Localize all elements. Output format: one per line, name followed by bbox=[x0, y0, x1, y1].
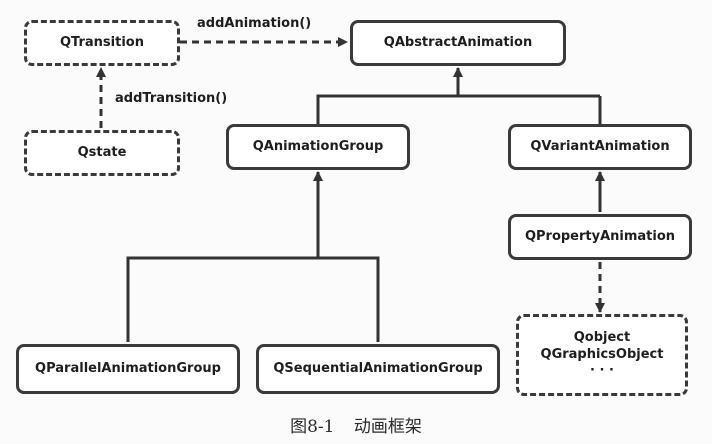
node-qstate-label: Qstate bbox=[77, 144, 127, 160]
node-qobject-group-lines: Qobject QGraphicsObject · · · bbox=[541, 330, 664, 381]
node-qpropertyanimation: QPropertyAnimation bbox=[508, 214, 692, 260]
node-qtransition: QTransition bbox=[24, 20, 180, 66]
figure-caption: 图8-1 动画框架 bbox=[290, 417, 422, 437]
node-qsequentialanimationgroup: QSequentialAnimationGroup bbox=[256, 344, 500, 394]
node-qanimationgroup-label: QAnimationGroup bbox=[252, 138, 384, 154]
edge-inherit-parallel bbox=[126, 256, 380, 342]
node-qvariantanimation: QVariantAnimation bbox=[508, 124, 692, 170]
edge-label-addtransition: addTransition() bbox=[115, 91, 228, 106]
node-qparallelanimationgroup-label: QParallelAnimationGroup bbox=[35, 360, 221, 376]
node-qgraphicsobject-label: QGraphicsObject bbox=[540, 346, 664, 362]
edge-label-addanimation: addAnimation() bbox=[197, 16, 312, 31]
node-qsequentialanimationgroup-label: QSequentialAnimationGroup bbox=[273, 360, 483, 376]
node-qtransition-label: QTransition bbox=[60, 34, 144, 50]
edge-inherit-animationgroup bbox=[316, 94, 600, 124]
node-qparallelanimationgroup: QParallelAnimationGroup bbox=[16, 344, 240, 394]
node-qobject-label: Qobject bbox=[573, 329, 631, 345]
node-qstate: Qstate bbox=[24, 130, 180, 176]
node-qabstractanimation-label: QAbstractAnimation bbox=[383, 34, 533, 50]
node-qobject-group: Qobject QGraphicsObject · · · bbox=[516, 314, 688, 396]
node-qpropertyanimation-label: QPropertyAnimation bbox=[524, 228, 676, 244]
node-qvariantanimation-label: QVariantAnimation bbox=[530, 138, 670, 154]
node-qabstractanimation: QAbstractAnimation bbox=[350, 20, 566, 66]
node-ellipsis-label: · · · bbox=[590, 363, 614, 379]
node-qanimationgroup: QAnimationGroup bbox=[226, 124, 410, 170]
